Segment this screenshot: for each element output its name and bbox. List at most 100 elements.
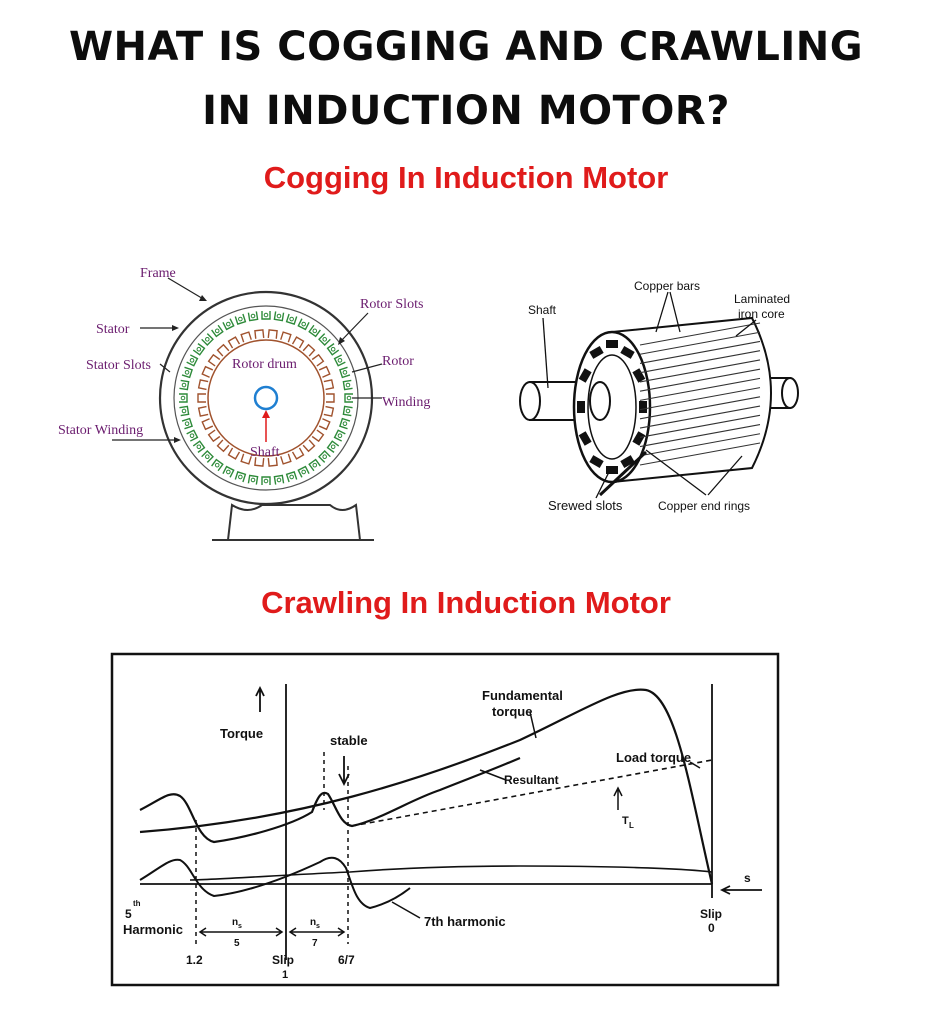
rotor-slot [197, 405, 209, 417]
stator-slot [261, 311, 271, 320]
stator-slot [247, 311, 259, 322]
label-rotor: Rotor [382, 354, 414, 369]
label-frame: Frame [140, 266, 176, 281]
label-ns7-den: 7 [312, 938, 318, 949]
copper-bar [639, 331, 761, 355]
label-torque: Torque [220, 726, 263, 741]
rotor-slot [311, 429, 325, 443]
rotor-slot [227, 447, 241, 460]
label-copper-bars: Copper bars [634, 279, 700, 293]
shaft-red-arrowhead [262, 410, 270, 418]
label-laminated-2: iron core [738, 307, 785, 321]
rotor-slot [207, 353, 221, 367]
stator-slot [308, 324, 321, 338]
stator-slot [308, 458, 321, 472]
rotor-slot [267, 329, 278, 339]
copper-bar [639, 322, 761, 346]
rotor-slots-leader [339, 312, 369, 343]
rotor-drum [207, 339, 325, 457]
rotor-slot [280, 331, 292, 343]
label-ns5-n: n [232, 917, 238, 928]
resultant-leader [479, 769, 507, 781]
rotor-end-ring-front [572, 330, 652, 484]
label-tl: T [622, 815, 629, 827]
stator-slot [273, 311, 285, 322]
copper-bar [639, 350, 761, 374]
label-ns7-s: s [316, 923, 320, 930]
label-tl-sub: L [629, 821, 634, 830]
cogging-section-title: Cogging In Induction Motor [263, 160, 669, 195]
label-slip: Slip [272, 953, 294, 967]
shaft-leader [542, 317, 549, 389]
rotor-slot [302, 343, 316, 357]
copper-bar [639, 359, 761, 383]
rotor-slot [201, 418, 214, 431]
label-slip-right: Slip [700, 907, 722, 921]
stator-inner-ring [173, 305, 359, 491]
ring-slot [632, 368, 646, 383]
s-axis-arrow [719, 885, 762, 895]
fifth-harmonic-curve [139, 856, 411, 910]
label-stator-slots: Stator Slots [86, 358, 151, 373]
stator-slot [192, 440, 206, 453]
skewed-slots-leader [595, 469, 611, 499]
page-title-line-1: WHAT IS COGGING AND CRAWLING [68, 24, 864, 70]
rotor-slot [267, 457, 278, 467]
shaft-circle [253, 385, 279, 411]
stator-slot [186, 354, 199, 367]
copper-bars-leader-1 [655, 291, 669, 333]
laminated-leader [735, 319, 757, 337]
stator-slot [192, 343, 206, 356]
label-fundamental-2: torque [492, 704, 532, 719]
label-fundamental-1: Fundamental [482, 688, 563, 703]
ns5-dimension [198, 927, 284, 937]
rotor-slot [216, 343, 230, 357]
label-ns5-den: 5 [234, 938, 240, 949]
rotor-slot [323, 405, 335, 417]
stator-slot [273, 474, 285, 485]
resultant-torque-curve [139, 756, 521, 844]
stator-slot [297, 318, 310, 331]
copper-bar [639, 423, 761, 448]
rotor-slots-arrowhead [338, 337, 345, 345]
frame-arrowhead [199, 295, 207, 301]
label-seventh-harmonic: 7th harmonic [424, 914, 506, 929]
ring-slot [639, 401, 647, 413]
fundamental-leader [529, 711, 537, 739]
stator-slot [222, 465, 235, 478]
stator-slot [326, 343, 340, 356]
rotor-slot [227, 336, 241, 349]
rotor-slot [197, 393, 206, 403]
stator-slot [201, 450, 214, 463]
stator-slot [179, 405, 190, 417]
seventh-harmonic-curve [189, 865, 713, 881]
ring-slot [578, 431, 592, 446]
rotor-slot [291, 336, 305, 349]
motor-frame [158, 290, 374, 506]
rotor-leader [351, 363, 383, 373]
rotor-slot [323, 379, 335, 391]
tl-arrow [613, 786, 623, 810]
stator-slot [285, 471, 298, 483]
fundamental-torque-curve [139, 688, 714, 885]
rotor-slot [318, 418, 331, 431]
load-torque-leader [689, 761, 701, 769]
label-ns7-n: n [310, 917, 316, 928]
ring-slot [589, 345, 604, 359]
diagram-frame [110, 652, 780, 987]
stator-slot [326, 440, 340, 453]
rotor-slot [207, 429, 221, 443]
rotor-slot [311, 353, 325, 367]
copper-bar [639, 387, 761, 411]
rotor-slot [254, 457, 265, 467]
rotor-slots [197, 329, 335, 467]
rotor-shaft-left-end [519, 381, 541, 421]
seventh-leader [391, 901, 421, 919]
load-torque-line [351, 759, 713, 827]
stator-slot [333, 429, 346, 442]
label-harmonic: Harmonic [123, 922, 183, 937]
rotor-slot [240, 453, 252, 465]
stator-slot [339, 366, 351, 379]
